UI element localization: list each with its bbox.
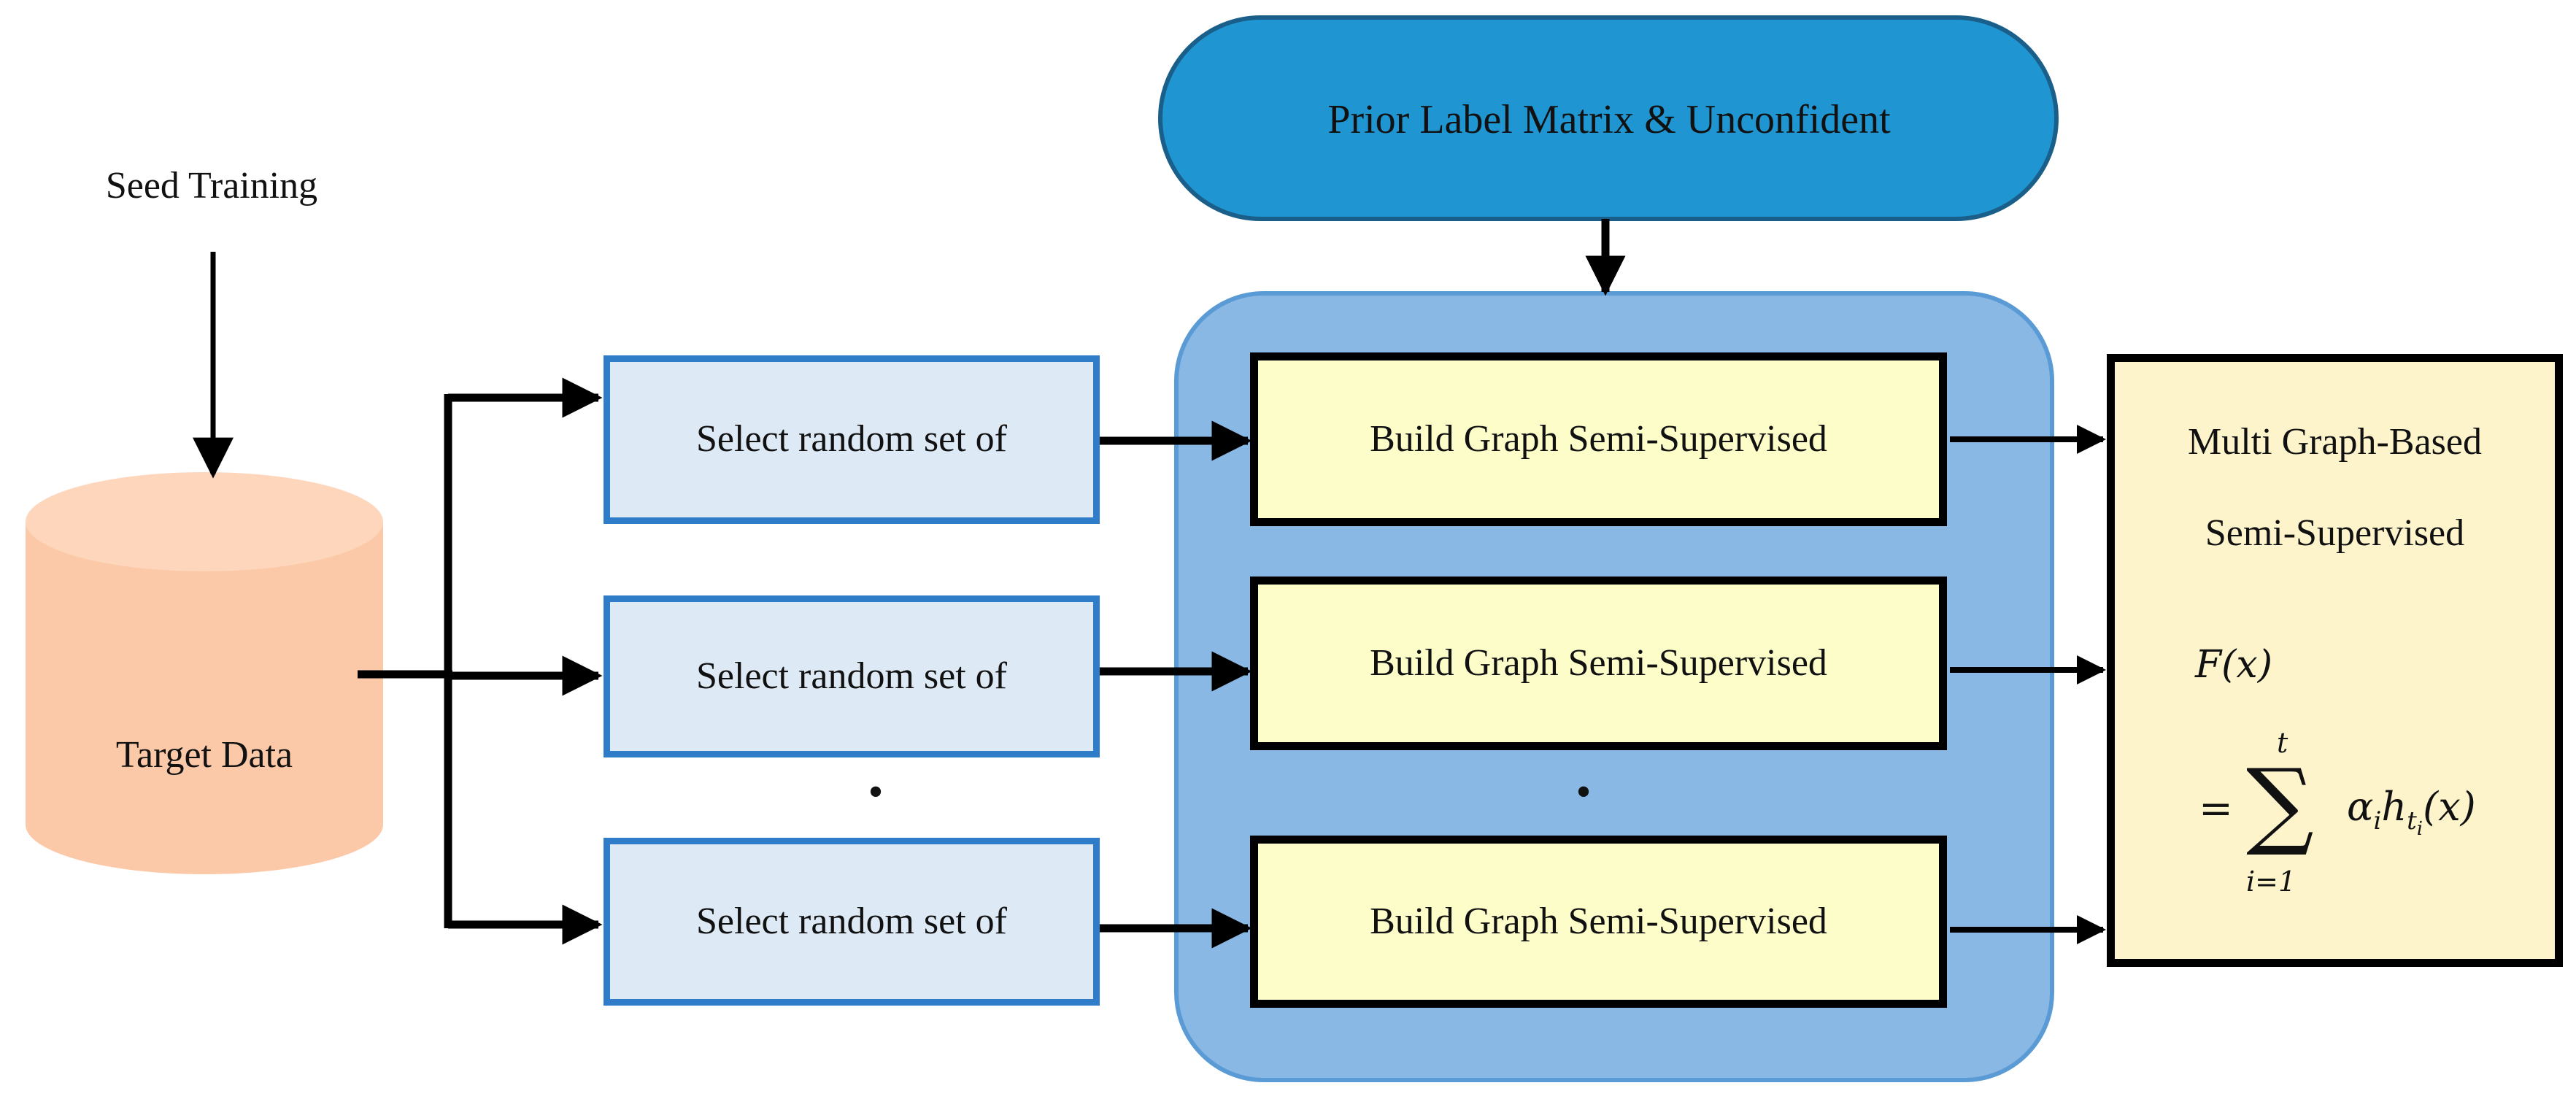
formula-h: h: [2381, 784, 2407, 830]
seed-training-label: Seed Training: [105, 164, 318, 207]
build-box-3-label: Build Graph Semi-Supervised: [1370, 900, 1827, 942]
select-box-3: Select random set of: [603, 838, 1100, 1006]
target-data-cylinder: [26, 472, 383, 874]
build-box-2: Build Graph Semi-Supervised: [1250, 577, 1947, 750]
target-data-label: Target Data: [115, 733, 293, 776]
select-box-2: Select random set of: [603, 595, 1100, 757]
formula-lower: i=1: [2246, 865, 2297, 898]
build-box-1: Build Graph Semi-Supervised: [1250, 352, 1947, 526]
build-box-3: Build Graph Semi-Supervised: [1250, 836, 1947, 1008]
formula-arg: (x): [2423, 784, 2476, 830]
prior-label-text: Prior Label Matrix & Unconfident: [1327, 97, 1891, 143]
formula-upper: t: [2277, 727, 2288, 759]
formula-h-sub: ti: [2407, 806, 2423, 840]
build-ellipsis-dot: •: [1576, 768, 1592, 816]
formula-alpha-sub: i: [2373, 806, 2382, 836]
split-connector: [358, 377, 603, 945]
formula-alpha: α: [2347, 784, 2374, 830]
result-title-line1: Multi Graph-Based: [2188, 420, 2482, 463]
select-to-build-arrows: [1097, 420, 1252, 949]
formula-lhs: F(x): [2195, 643, 2272, 687]
formula-sum-symbol: ∑: [2246, 748, 2314, 859]
select-box-1-label: Select random set of: [696, 418, 1007, 460]
select-box-3-label: Select random set of: [696, 900, 1007, 942]
select-box-2-label: Select random set of: [696, 655, 1007, 697]
build-box-2-label: Build Graph Semi-Supervised: [1370, 641, 1827, 684]
build-to-result-arrows: [1950, 425, 2106, 944]
formula-term: αihti(x): [2347, 784, 2476, 840]
formula-h-sub-t: t: [2407, 806, 2417, 836]
select-box-1: Select random set of: [603, 355, 1100, 524]
select-ellipsis-dot: •: [868, 768, 884, 816]
formula-h-subsub: i: [2416, 817, 2423, 840]
result-box: Multi Graph-Based Semi-Supervised F(x) =…: [2107, 354, 2563, 967]
formula-equals: =: [2199, 785, 2233, 833]
result-title-line2: Semi-Supervised: [2205, 512, 2465, 554]
build-box-1-label: Build Graph Semi-Supervised: [1370, 417, 1827, 460]
